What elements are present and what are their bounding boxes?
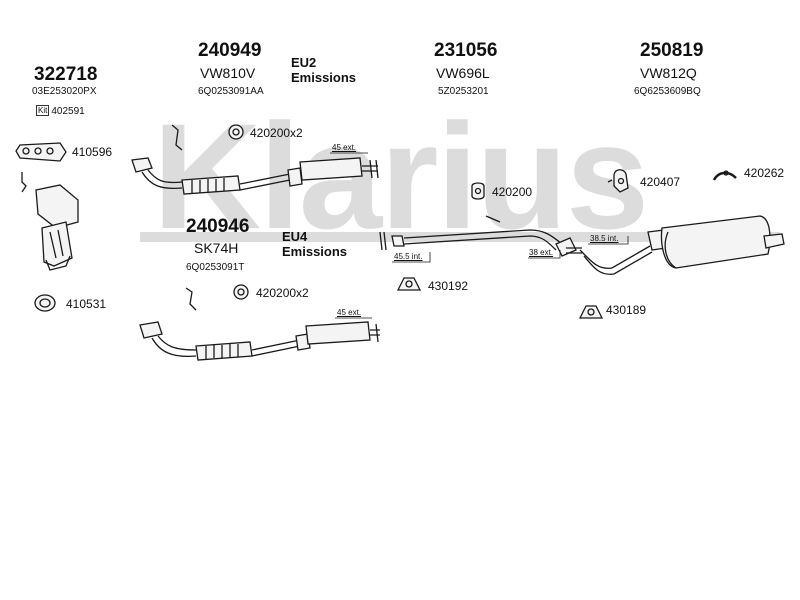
eu2-line2: Emissions	[291, 70, 357, 85]
eu2-emissions-label: EU2 Emissions	[291, 55, 356, 85]
dimension-45-5-int: 45.5 int.	[394, 252, 423, 261]
eu4-line1: EU4	[282, 229, 308, 244]
part-label-410596: 410596	[72, 145, 113, 159]
part-number-231056: 231056	[434, 40, 498, 61]
model-240946: SK74H	[194, 240, 239, 256]
part-label-410531: 410531	[66, 297, 107, 311]
mount-420200-drawing	[471, 182, 485, 200]
part-label-420407: 420407	[640, 175, 681, 189]
kit-number: 402591	[51, 106, 85, 117]
part-label-420200x2-top: 420200x2	[250, 126, 303, 140]
dimension-45-ext-bottom: 45 ext.	[337, 308, 362, 317]
front-pipe-240949-drawing	[131, 124, 379, 195]
oem-number-322718: 03E253020PX	[32, 86, 97, 97]
dimension-45-ext-top: 45 ext.	[332, 143, 357, 152]
part-number-250819: 250819	[640, 40, 704, 61]
part-label-420200x2-bottom: 420200x2	[256, 286, 309, 300]
part-label-430189: 430189	[606, 303, 647, 317]
intermediate-pipe-231056-drawing	[379, 215, 582, 257]
model-250819: VW812Q	[640, 65, 697, 81]
dimension-38-5-int: 38.5 int.	[590, 234, 619, 243]
part-label-420200: 420200	[492, 185, 533, 199]
hanger-420262-drawing	[712, 170, 737, 181]
oem-number-240949: 6Q0253091AA	[198, 86, 264, 97]
model-231056: VW696L	[436, 65, 490, 81]
oem-number-240946: 6Q0253091T	[186, 262, 245, 273]
dimension-38-ext: 38 ext.	[529, 248, 554, 257]
oem-number-231056: 5Z0253201	[438, 86, 489, 97]
mount-430189-drawing	[578, 305, 604, 319]
part-number-322718: 322718	[34, 64, 98, 85]
front-pipe-240946-drawing	[139, 287, 380, 361]
mount-420407-drawing	[607, 169, 629, 193]
oem-number-250819: 6Q6253609BQ	[634, 86, 701, 97]
eu4-emissions-label: EU4 Emissions	[282, 229, 347, 259]
part-number-240949: 240949	[198, 40, 262, 61]
model-240949: VW810V	[200, 65, 256, 81]
ring-410531-drawing	[34, 294, 56, 312]
part-number-240946: 240946	[186, 216, 250, 237]
eu2-line1: EU2	[291, 55, 317, 70]
catalytic-converter-322718-drawing	[21, 172, 79, 271]
clamp-420200x2-top-drawing	[228, 124, 244, 140]
eu4-line2: Emissions	[282, 244, 348, 259]
dimension-leaders	[330, 152, 629, 319]
gasket-410596-drawing	[15, 142, 67, 162]
part-label-420262: 420262	[744, 166, 785, 180]
part-label-430192: 430192	[428, 279, 469, 293]
rear-silencer-250819-drawing	[579, 215, 785, 275]
kit-label: Kit	[36, 105, 50, 116]
clamp-420200x2-bottom-drawing	[233, 284, 249, 300]
mount-430192-drawing	[396, 277, 422, 291]
